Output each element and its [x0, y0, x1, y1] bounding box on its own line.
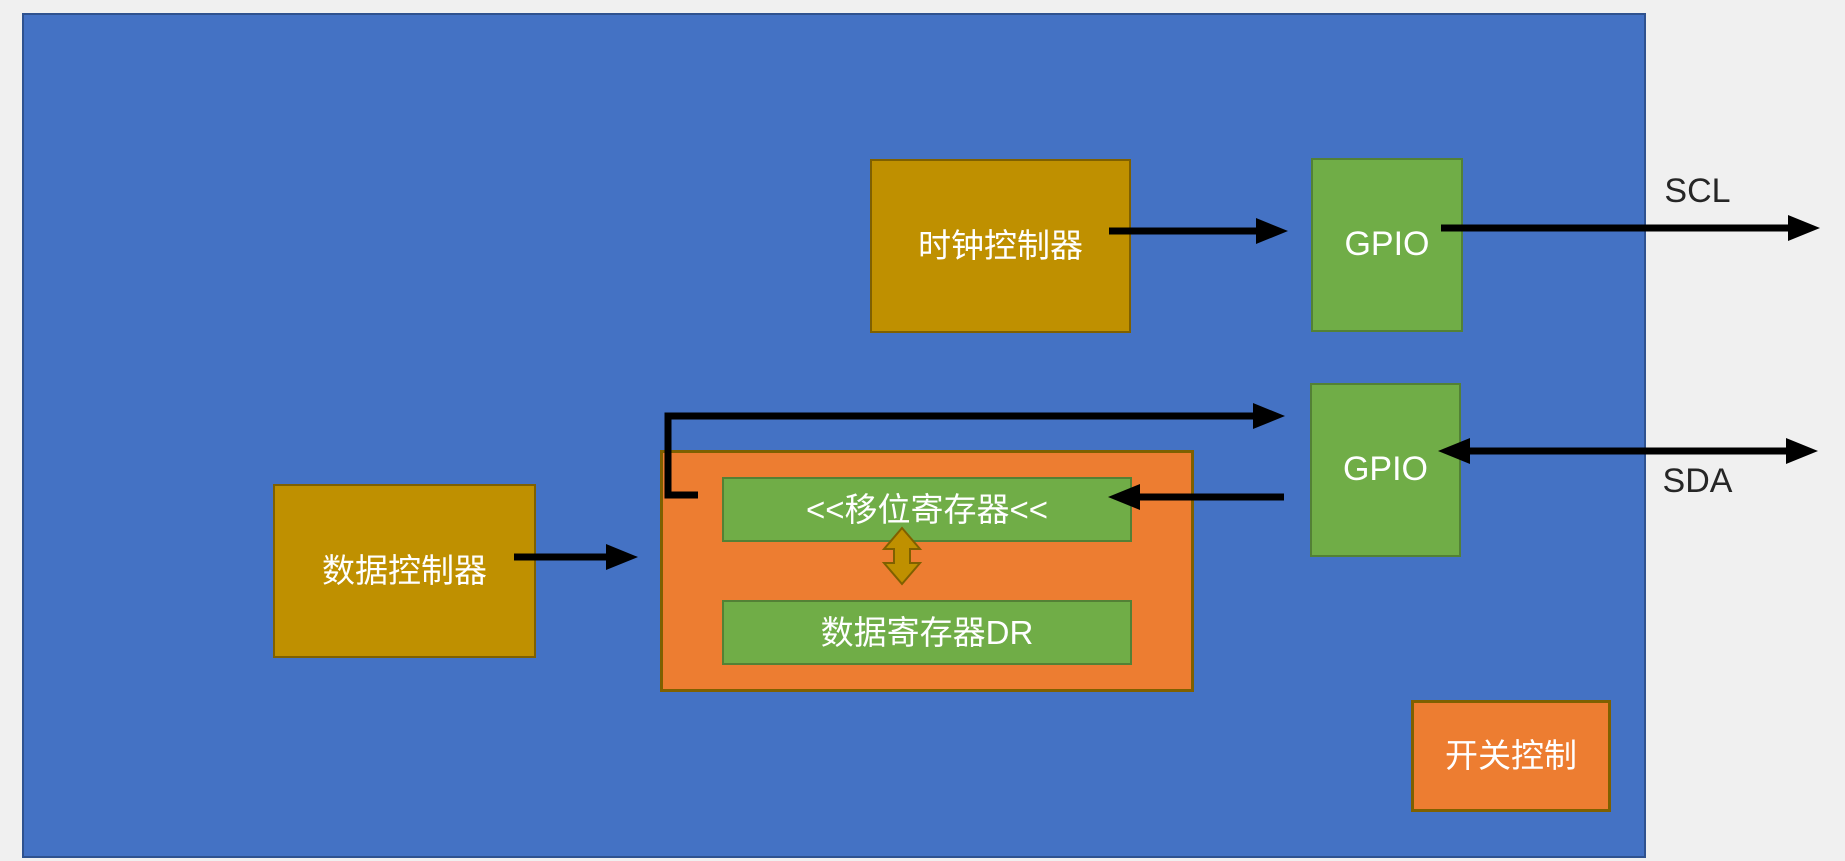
data-controller-label: 数据控制器 [322, 552, 487, 590]
block-gpio-scl: GPIO [1311, 158, 1463, 332]
scl-signal-label: SCL [1664, 172, 1731, 210]
block-data-register: 数据寄存器DR [722, 600, 1132, 665]
register-group-container: <<移位寄存器<< 数据寄存器DR [660, 450, 1194, 692]
block-gpio-sda: GPIO [1310, 383, 1461, 557]
block-clock-controller: 时钟控制器 [870, 159, 1131, 333]
gpio-sda-label: GPIO [1342, 450, 1429, 489]
switch-control-label: 开关控制 [1445, 737, 1577, 775]
gpio-scl-label: GPIO [1344, 225, 1430, 264]
shift-register-label: <<移位寄存器<< [805, 490, 1049, 528]
block-data-controller: 数据控制器 [273, 484, 536, 658]
clock-controller-label: 时钟控制器 [918, 227, 1083, 265]
block-shift-register: <<移位寄存器<< [722, 477, 1132, 542]
sda-signal-label: SDA [1662, 462, 1733, 500]
data-register-label: 数据寄存器DR [820, 613, 1034, 651]
chip-background: 时钟控制器 GPIO GPIO 数据控制器 <<移位寄存器<< 数据寄存器DR … [22, 13, 1646, 858]
block-switch-control: 开关控制 [1411, 700, 1611, 812]
